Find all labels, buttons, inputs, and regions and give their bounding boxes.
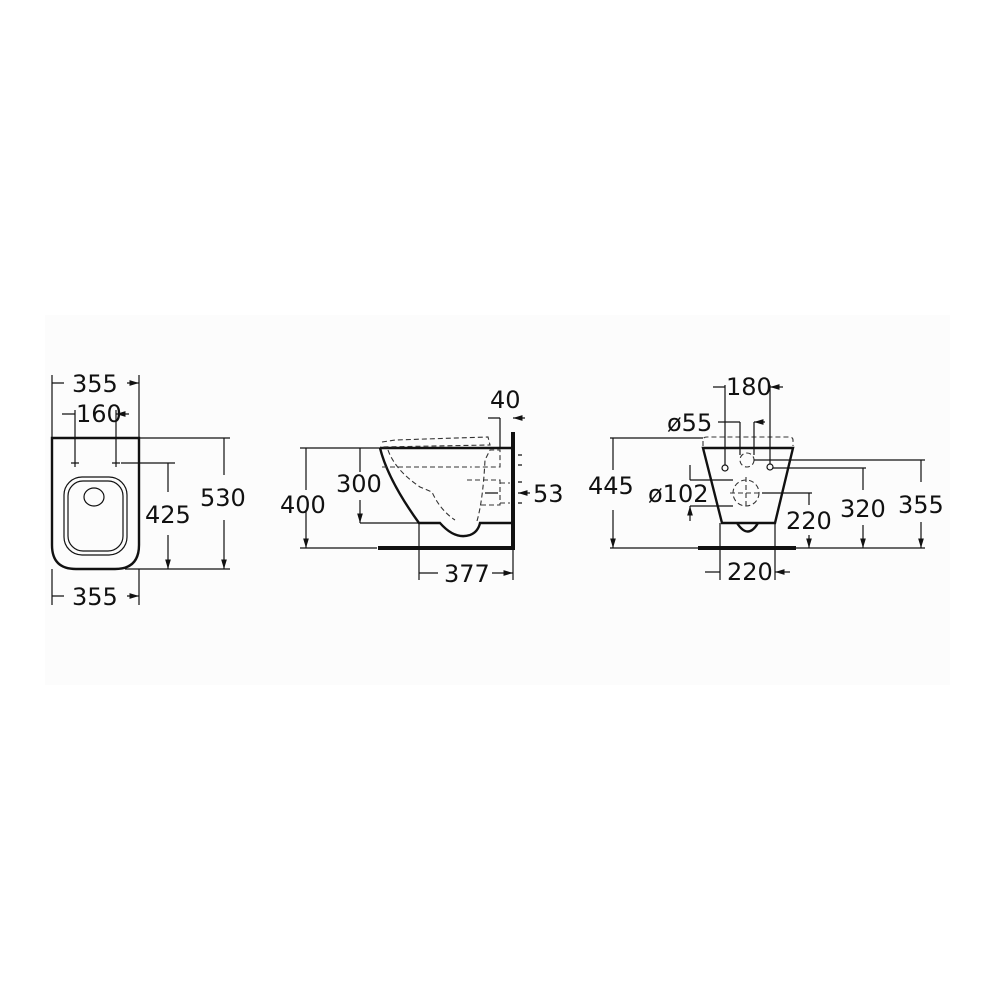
fixing-hole-marks	[71, 459, 120, 467]
dim-base-width: 220	[727, 558, 773, 586]
flush-outlet	[83, 487, 105, 507]
extension-lines-top	[724, 385, 771, 465]
dim-rim-height: 400	[280, 491, 326, 519]
dim-inlet-height: 355	[898, 491, 944, 519]
dim-width-top: 355	[72, 370, 118, 398]
top-view: 355 160 425 530 355	[50, 370, 246, 611]
toilet-profile	[378, 446, 513, 538]
dim-fixing-height: 320	[840, 495, 886, 523]
dim-seat-offset: 40	[490, 386, 521, 414]
dim-projection: 377	[444, 560, 490, 588]
fixing-holes	[71, 459, 120, 467]
hidden-internal-lines	[382, 449, 510, 522]
dim-bowl-height: 300	[336, 470, 382, 498]
dim-outlet-centre-height: 220	[786, 507, 832, 535]
rear-view: 180 ø55 ø102 445 220 320 355 220	[588, 373, 944, 586]
seat-ring	[63, 476, 128, 556]
toilet-outline-top	[50, 436, 141, 571]
extension-lines	[51, 375, 140, 605]
seat-outline	[379, 436, 491, 448]
dim-outlet-height: 53	[533, 480, 564, 508]
dim-outlet-diameter: ø102	[648, 480, 709, 508]
outlet-centre-lines	[730, 477, 762, 509]
dim-width-bottom: 355	[72, 583, 118, 611]
dim-fixing-holes: 160	[76, 400, 122, 428]
seat-ring-inner	[67, 480, 124, 552]
trap-outline	[735, 522, 760, 533]
side-view: 400 300 40 53 377	[280, 386, 564, 588]
dim-length: 530	[200, 484, 246, 512]
dim-holes-to-front: 425	[145, 501, 191, 529]
drawing-panel	[45, 315, 950, 685]
extension-lines	[300, 418, 514, 580]
dim-inlet-diameter: ø55	[667, 409, 712, 437]
dim-seat-height: 445	[588, 472, 634, 500]
wall-tick-marks	[518, 454, 522, 504]
dim-fixing-centres: 180	[726, 373, 772, 401]
seat-outline-rear	[702, 436, 794, 446]
